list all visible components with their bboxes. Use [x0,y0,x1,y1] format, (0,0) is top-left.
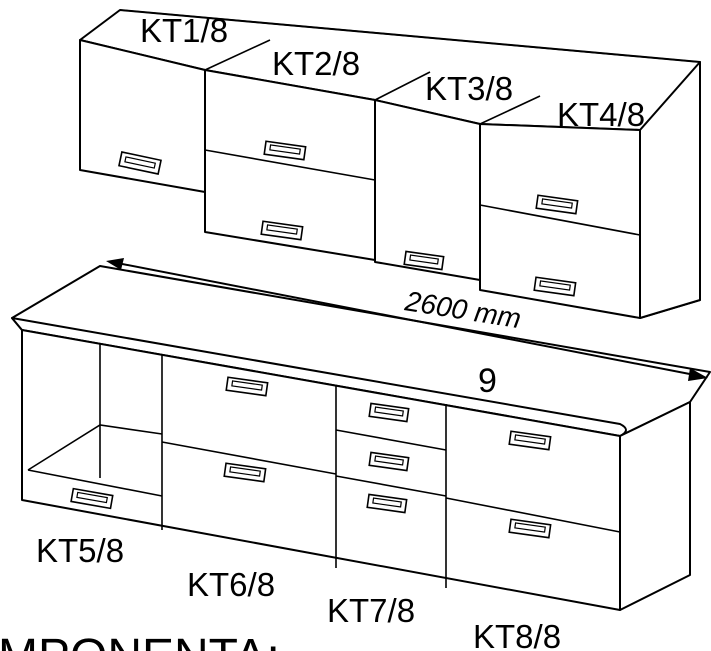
label-kt6: KT6/8 [187,566,275,603]
handle-kt6-bottom [223,462,267,483]
lower-front [21,329,621,611]
lower-cabinets [11,265,711,611]
handle-kt4-bottom [533,276,577,297]
arrowhead-left [106,258,124,270]
dimension-arrow [106,258,708,381]
label-kt2: KT2/8 [272,45,360,82]
handle-kt5 [70,487,114,510]
handle-kt3 [403,250,445,271]
handle-kt8-bottom [508,518,552,539]
label-kt1: KT1/8 [140,12,228,49]
handle-kt1 [118,151,162,175]
handle-kt8-top [508,430,552,451]
lower-side-panel [619,401,691,611]
dimension-number: 9 [478,362,497,400]
handle-kt7-middle [368,451,410,472]
handle-kt4-top [535,194,579,215]
label-kt8: KT8/8 [473,618,561,651]
cabinet-kt4-side [639,61,701,319]
handle-kt2-top [263,140,307,161]
cabinet-kt3-front [374,99,481,281]
label-kt5: KT5/8 [36,532,124,569]
handle-kt6-top [225,376,269,397]
upper-cabinets [79,9,701,319]
footer-partial-text: MPONENTA: [0,630,280,651]
label-kt7: KT7/8 [327,592,415,629]
arrowhead-right [688,368,708,381]
upper-handles [118,140,579,297]
handle-kt7-top [368,402,410,423]
handle-kt2-bottom [260,220,304,241]
label-kt4: KT4/8 [557,96,645,133]
lower-handles [70,376,552,539]
label-kt3: KT3/8 [425,70,513,107]
handle-kt7-bottom [366,493,408,514]
